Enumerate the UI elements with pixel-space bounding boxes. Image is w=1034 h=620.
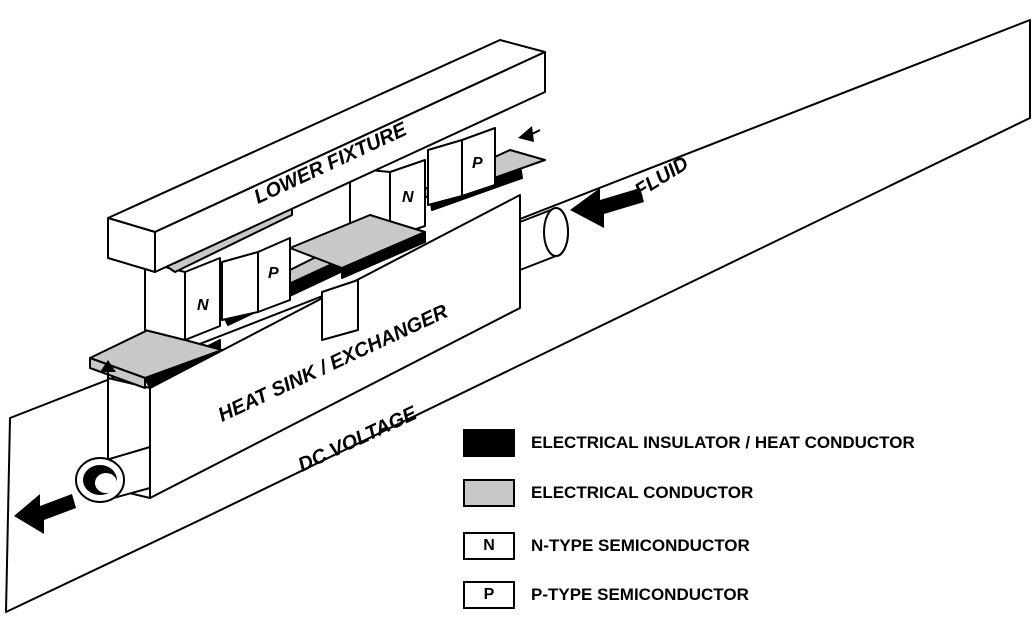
pellet-p2-label: P: [472, 155, 483, 172]
inlet-pipe: [519, 207, 569, 271]
legend-item-n-type: N N-TYPE SEMICONDUCTOR: [463, 531, 750, 561]
background-plane: [5, 19, 1031, 613]
lower-fixture: [107, 39, 546, 273]
pellet-n1-label: N: [197, 297, 209, 314]
pellet-n1: [144, 257, 221, 341]
middle-conductor: [289, 214, 426, 341]
pellet-p2: [427, 127, 496, 206]
outlet-pipe: [75, 446, 151, 503]
legend-item-conductor: ELECTRICAL CONDUCTOR: [463, 478, 753, 508]
legend-label: P-TYPE SEMICONDUCTOR: [531, 585, 749, 604]
pellet-n2-label: N: [402, 189, 414, 206]
legend-label: ELECTRICAL INSULATOR / HEAT CONDUCTOR: [531, 433, 915, 452]
pellet-p1: [221, 237, 291, 321]
n-type-swatch: N: [463, 532, 515, 560]
legend-item-p-type: P P-TYPE SEMICONDUCTOR: [463, 580, 749, 610]
legend-label: N-TYPE SEMICONDUCTOR: [531, 536, 750, 555]
legend-item-insulator: ELECTRICAL INSULATOR / HEAT CONDUCTOR: [463, 428, 915, 458]
fluid-out-arrow: [14, 494, 76, 534]
fluid-in-arrow: [570, 188, 644, 228]
conductor-swatch: [463, 479, 515, 507]
p-type-swatch: P: [463, 581, 515, 609]
legend-label: ELECTRICAL CONDUCTOR: [531, 483, 754, 502]
voltage-leads: [100, 126, 541, 380]
pellet-p1-label: P: [268, 265, 279, 282]
insulator-swatch: [463, 429, 515, 457]
